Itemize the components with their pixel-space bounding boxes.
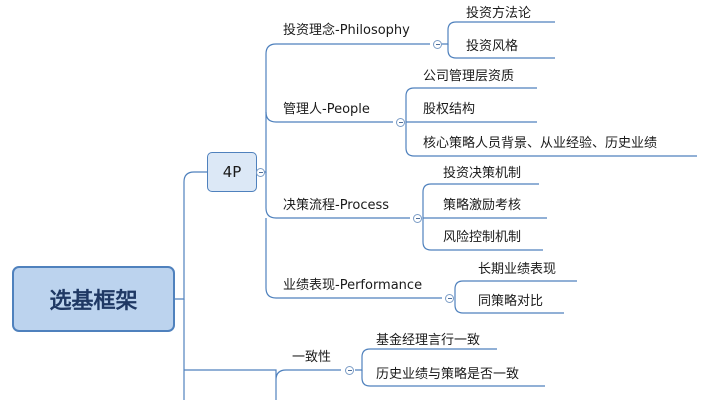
connector-people-leaf3 — [405, 122, 697, 157]
collapse-toggle-process[interactable] — [413, 214, 422, 223]
branch-consistency[interactable]: 一致性 — [292, 350, 332, 365]
leaf-philosophy-method[interactable]: 投资方法论 — [466, 6, 532, 21]
collapse-toggle-philosophy[interactable] — [433, 40, 442, 49]
branch-process[interactable]: 决策流程-Process — [283, 198, 390, 213]
leaf-performance-longterm[interactable]: 长期业绩表现 — [478, 262, 557, 277]
connector-4p-process — [265, 172, 410, 219]
connector-process-leaves — [422, 183, 539, 218]
collapse-toggle-4p[interactable] — [256, 168, 265, 177]
connector-people-leaves — [405, 87, 537, 122]
connector-process-leaf3 — [422, 218, 543, 251]
connector-consistency — [184, 369, 341, 381]
connector-4p-trunk — [257, 43, 430, 173]
leaf-process-decision[interactable]: 投资决策机制 — [443, 166, 522, 181]
connector-performance-leaf2 — [454, 298, 564, 314]
leaf-process-risk[interactable]: 风险控制机制 — [443, 230, 522, 245]
connector-performance-leaves — [454, 280, 577, 298]
leaf-people-core[interactable]: 核心策略人员背景、从业经验、历史业绩 — [423, 136, 658, 151]
collapse-toggle-performance[interactable] — [445, 294, 454, 303]
connector-philosophy-leaves — [442, 21, 555, 45]
branch-philosophy[interactable]: 投资理念-Philosophy — [283, 23, 410, 38]
leaf-consistency-words[interactable]: 基金经理言行一致 — [376, 333, 481, 348]
collapse-toggle-people[interactable] — [396, 118, 405, 127]
branch-performance[interactable]: 业绩表现-Performance — [283, 278, 423, 293]
leaf-people-equity[interactable]: 股权结构 — [423, 102, 476, 117]
leaf-process-incentive[interactable]: 策略激励考核 — [443, 198, 522, 213]
connector-consistency-leaf2 — [361, 370, 545, 387]
leaf-performance-peer[interactable]: 同策略对比 — [478, 294, 544, 309]
leaf-philosophy-style[interactable]: 投资风格 — [466, 39, 519, 54]
node-4p[interactable]: 4P — [207, 152, 257, 192]
branch-people[interactable]: 管理人-People — [283, 102, 370, 117]
connector-root-4p — [175, 171, 207, 300]
leaf-consistency-history[interactable]: 历史业绩与策略是否一致 — [376, 367, 520, 382]
connector-philosophy-leaf2 — [447, 44, 555, 59]
connector-4p-performance — [265, 218, 442, 299]
collapse-toggle-consistency[interactable] — [345, 366, 354, 375]
connector-4p-people — [265, 111, 393, 123]
root-node[interactable]: 选基框架 — [12, 266, 175, 332]
connector-consistency-leaves — [355, 348, 497, 371]
leaf-people-management[interactable]: 公司管理层资质 — [423, 69, 515, 84]
